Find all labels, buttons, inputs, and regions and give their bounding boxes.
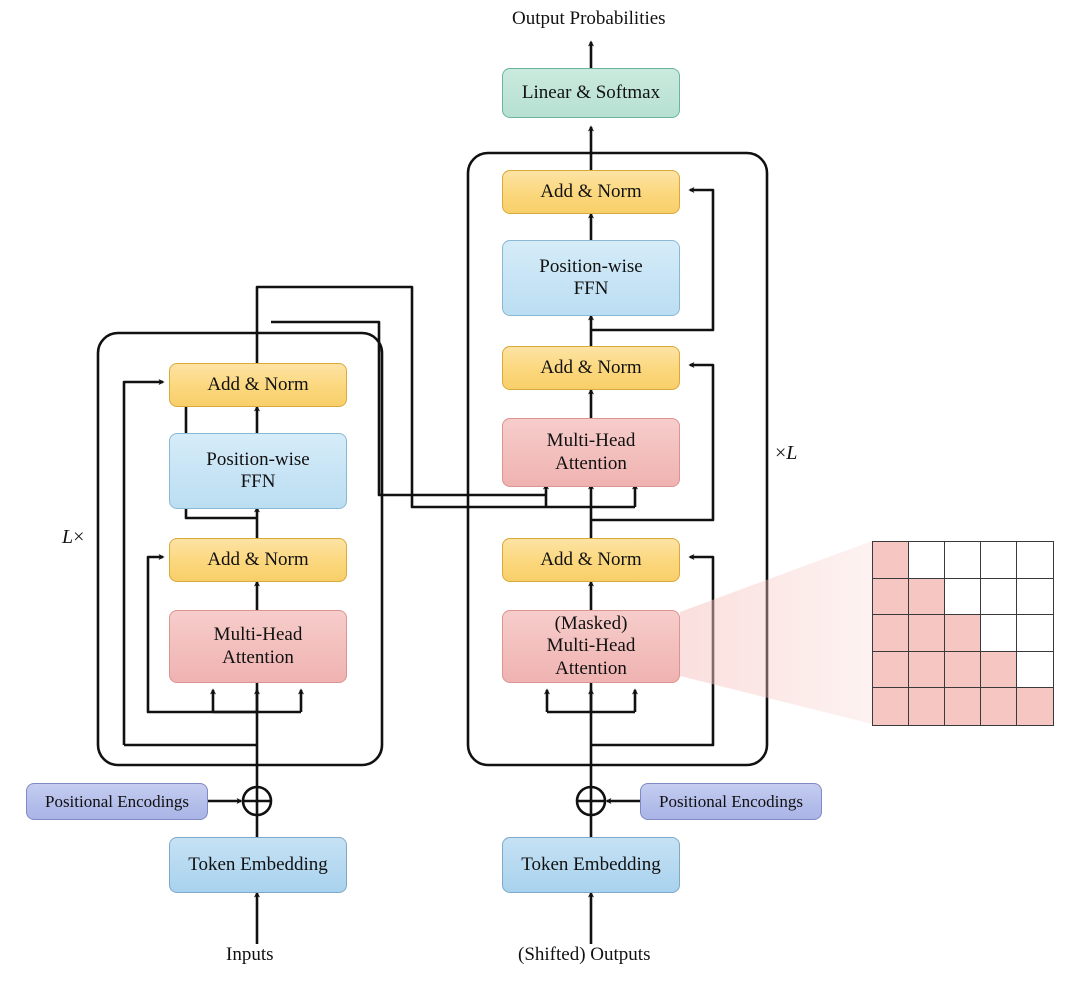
- encoder-repeat-times: ×: [73, 526, 85, 548]
- encoder-add-norm-bottom[interactable]: Add & Norm: [169, 538, 347, 582]
- mask-cell: [872, 614, 910, 653]
- mask-cell: [980, 541, 1018, 580]
- decoder-repeat-letter: L: [786, 442, 798, 464]
- mask-cell: [1016, 541, 1054, 580]
- causal-attention-mask-grid: [872, 541, 1054, 726]
- output-probabilities-label: Output Probabilities: [512, 8, 666, 29]
- mask-cell: [908, 650, 946, 689]
- decoder-add-norm-top[interactable]: Add & Norm: [502, 170, 680, 214]
- mask-cell: [872, 650, 910, 689]
- linear-softmax-block[interactable]: Linear & Softmax: [502, 68, 680, 118]
- mask-cell: [872, 687, 910, 726]
- decoder-cross-attention-block[interactable]: Multi-Head Attention: [502, 418, 680, 487]
- mask-cell: [944, 650, 982, 689]
- mask-cell: [908, 541, 946, 580]
- decoder-repeat-label: ×L: [775, 442, 797, 465]
- mask-cell: [1016, 614, 1054, 653]
- encoder-token-embedding-block[interactable]: Token Embedding: [169, 837, 347, 893]
- mask-cell: [1016, 650, 1054, 689]
- mask-cell: [872, 541, 910, 580]
- mask-cell: [1016, 687, 1054, 726]
- decoder-token-embedding-block[interactable]: Token Embedding: [502, 837, 680, 893]
- mask-cell: [944, 541, 982, 580]
- mask-cell: [980, 577, 1018, 616]
- mask-cell: [908, 614, 946, 653]
- mask-cell: [1016, 577, 1054, 616]
- mask-cell: [944, 614, 982, 653]
- encoder-attention-block[interactable]: Multi-Head Attention: [169, 610, 347, 683]
- encoder-repeat-letter: L: [62, 526, 74, 548]
- encoder-ffn-block[interactable]: Position-wise FFN: [169, 433, 347, 509]
- shifted-outputs-label: (Shifted) Outputs: [518, 944, 651, 965]
- decoder-positional-encodings-block[interactable]: Positional Encodings: [640, 783, 822, 820]
- mask-cell: [944, 577, 982, 616]
- mask-cell: [980, 687, 1018, 726]
- encoder-add-norm-top[interactable]: Add & Norm: [169, 363, 347, 407]
- mask-cell: [908, 577, 946, 616]
- decoder-add-norm-bottom[interactable]: Add & Norm: [502, 538, 680, 582]
- mask-cell: [980, 614, 1018, 653]
- inputs-label: Inputs: [226, 944, 274, 965]
- mask-cell: [944, 687, 982, 726]
- mask-cell: [980, 650, 1018, 689]
- mask-cell: [872, 577, 910, 616]
- decoder-repeat-times: ×: [775, 442, 787, 464]
- decoder-masked-attention-block[interactable]: (Masked) Multi-Head Attention: [502, 610, 680, 683]
- decoder-add-norm-mid[interactable]: Add & Norm: [502, 346, 680, 390]
- mask-cell: [908, 687, 946, 726]
- encoder-repeat-label: L×: [62, 526, 84, 549]
- encoder-positional-encodings-block[interactable]: Positional Encodings: [26, 783, 208, 820]
- decoder-ffn-block[interactable]: Position-wise FFN: [502, 240, 680, 316]
